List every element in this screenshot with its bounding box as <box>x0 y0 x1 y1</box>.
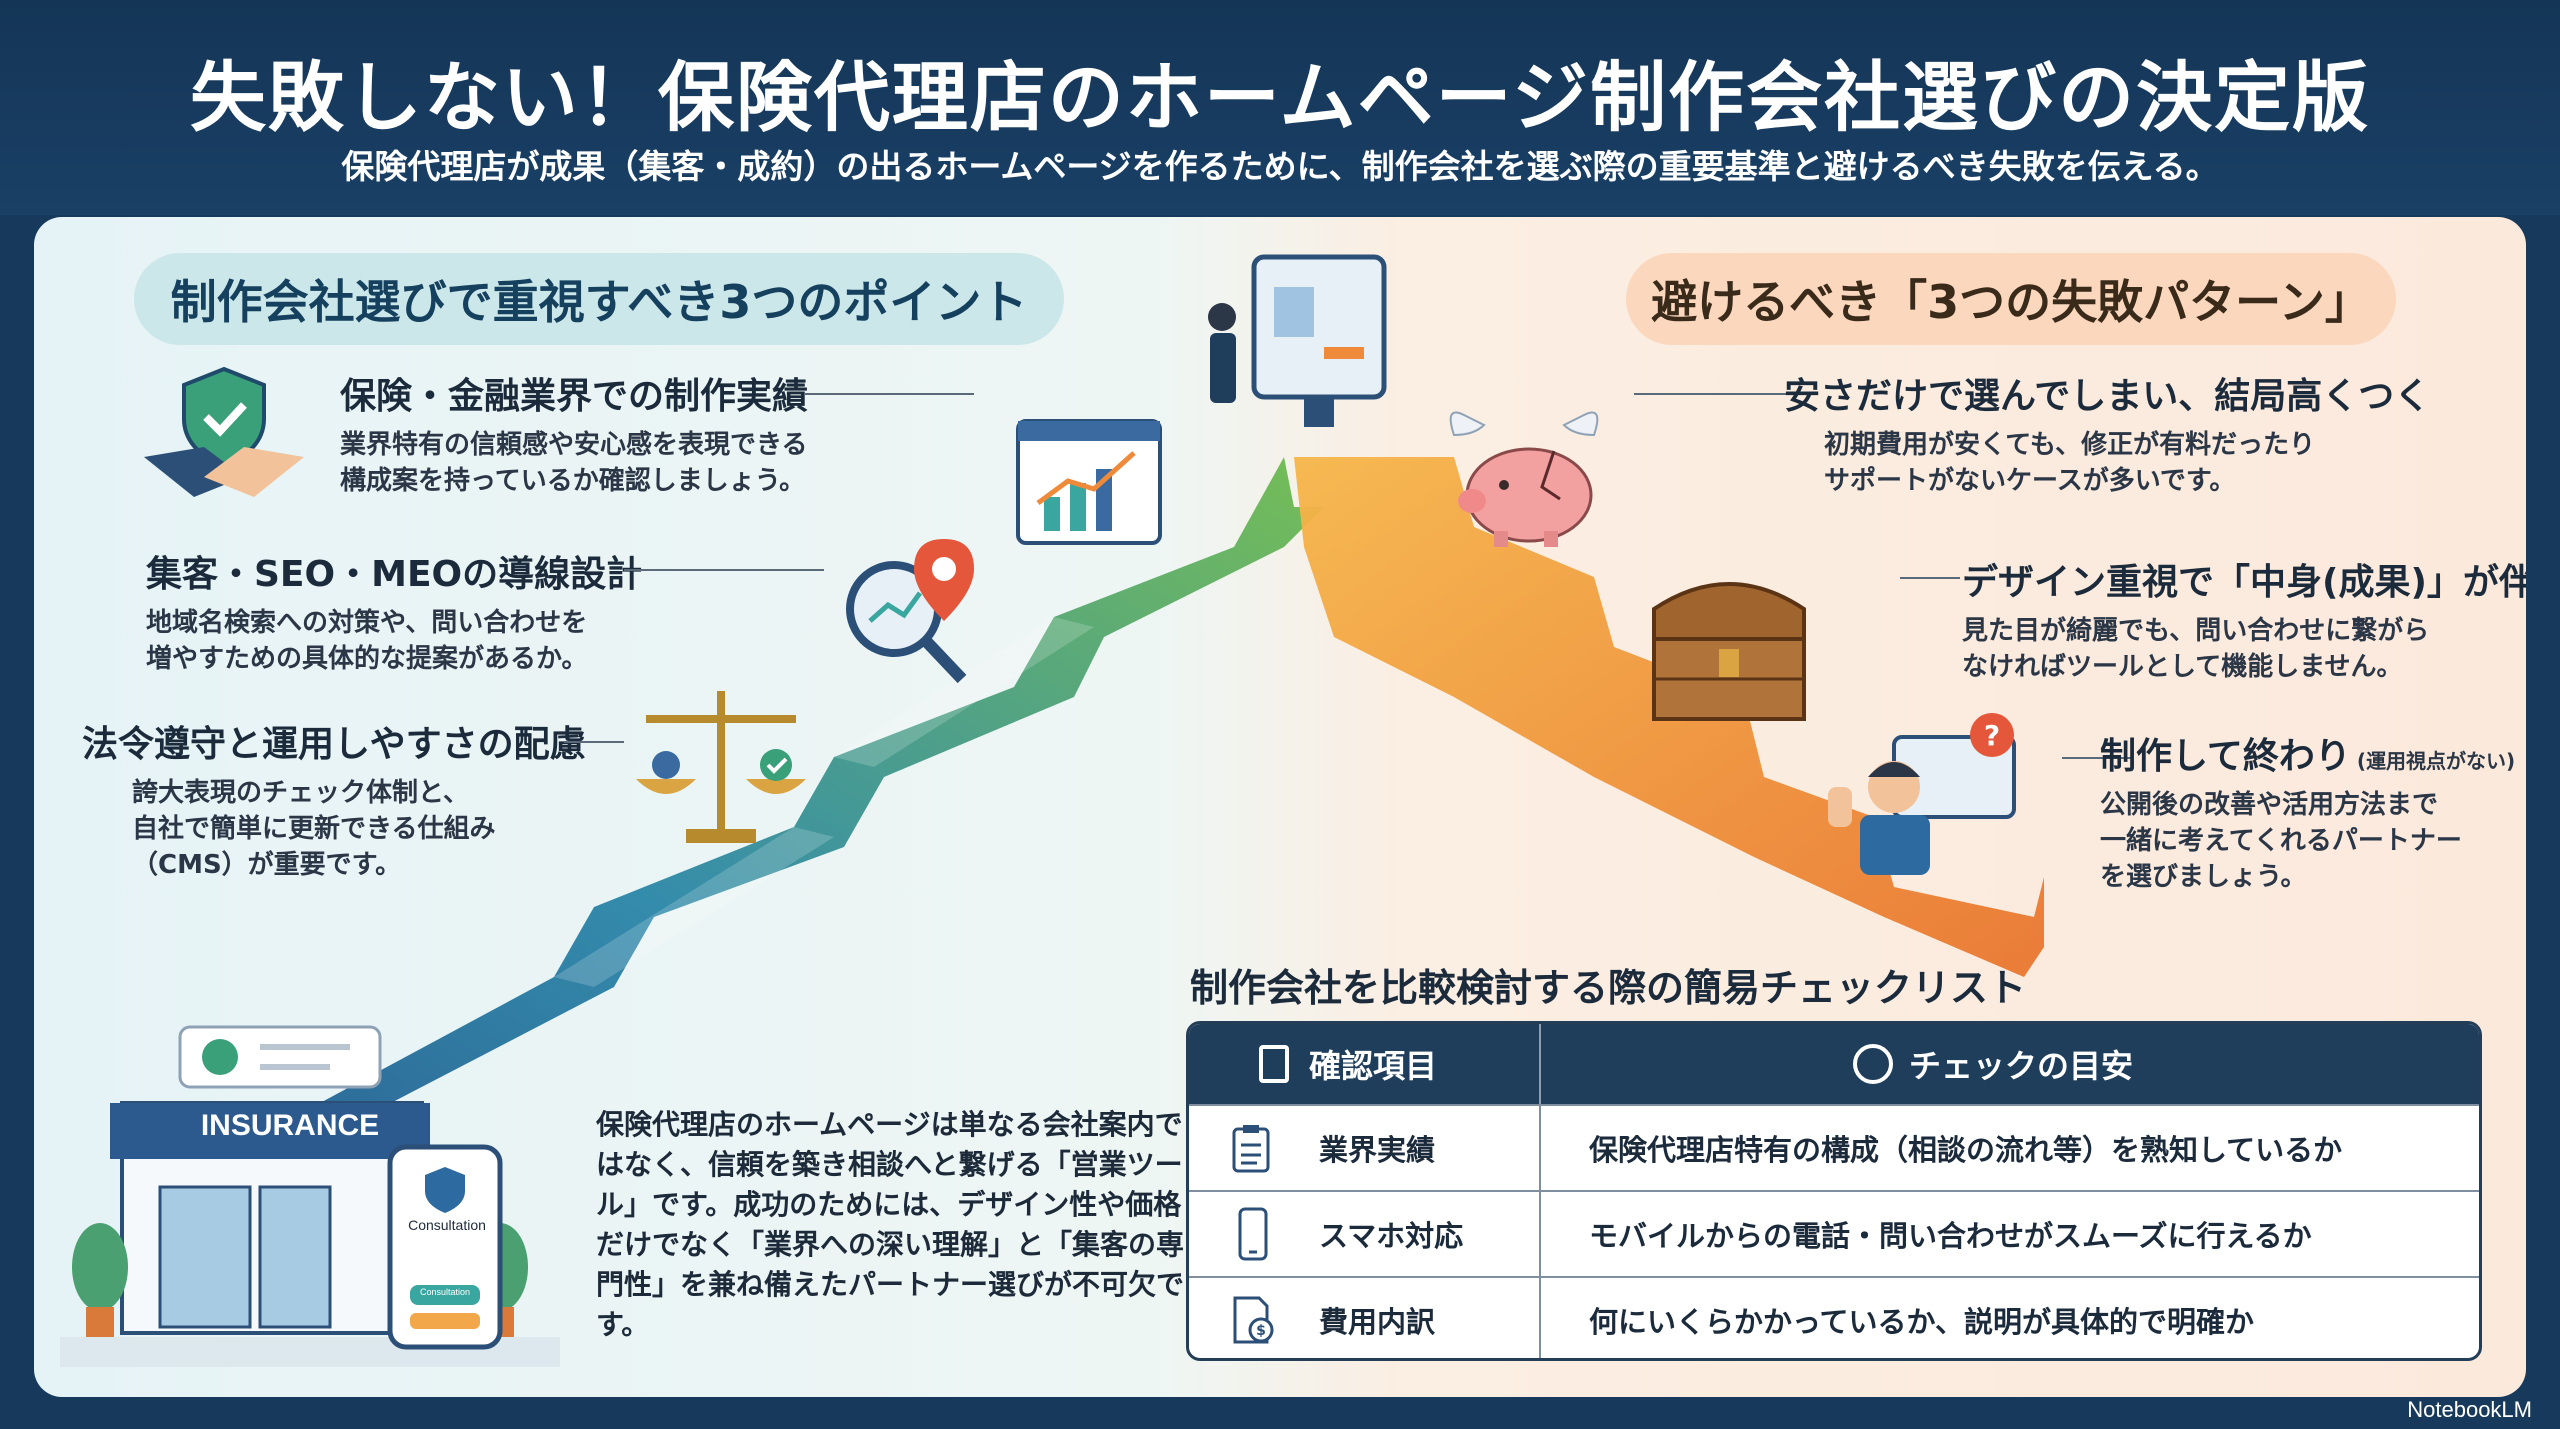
pattern-3-title: 制作して終わり <box>2100 736 2351 777</box>
phone-label: Consultation <box>408 1217 486 1233</box>
phone-button-label: Consultation <box>419 1287 471 1297</box>
leader-line-1 <box>804 393 974 395</box>
point-1-title: 保険・金融業界での制作実績 <box>340 376 809 417</box>
leader-line-3 <box>564 741 624 743</box>
clipboard-icon <box>1259 1045 1289 1083</box>
clipboard-check-icon <box>1231 1106 1271 1190</box>
point-3-title: 法令遵守と運用しやすさの配慮 <box>82 724 586 765</box>
scales-icon <box>636 691 806 843</box>
main-panel: 制作会社選びで重視すべき3つのポイント 避けるべき「3つの失敗パターン」 保険・… <box>34 217 2526 1397</box>
table-row: $ 費用内訳 何にいくらかかっているか、説明が具体的で明確か <box>1189 1276 2479 1358</box>
point-1: 保険・金融業界での制作実績 業界特有の信頼感や安心感を表現できる 構成案を持って… <box>340 367 808 499</box>
pattern-3-desc-1: 公開後の改善や活用方法まで <box>2100 790 2439 820</box>
checklist-title: 制作会社を比較検討する際の簡易チェックリスト <box>1190 966 2027 1010</box>
summary-text: 保険代理店のホームページは単なる会社案内ではなく、信頼を築き相談へと繋げる「営業… <box>596 1108 1185 1341</box>
brand-label: NotebookLM <box>2407 1397 2532 1422</box>
checklist-col-item: 確認項目 <box>1259 1024 1437 1104</box>
left-heading: 制作会社選びで重視すべき3つのポイント <box>134 253 1064 345</box>
magnifier-map-pin-icon <box>846 539 974 684</box>
pattern-1-desc-1: 初期費用が安くても、修正が有料だったり <box>1824 430 2316 460</box>
pattern-3-desc-2: 一緒に考えてくれるパートナー <box>2100 826 2462 856</box>
point-2-desc-2: 増やすための具体的な提案があるか。 <box>146 644 588 674</box>
table-row: 業界実績 保険代理店特有の構成（相談の流れ等）を熟知しているか <box>1189 1104 2479 1190</box>
point-2-title: 集客・SEO・MEOの導線設計 <box>146 554 643 595</box>
checklist-header: 確認項目 チェックの目安 <box>1189 1024 2479 1104</box>
point-1-desc-1: 業界特有の信頼感や安心感を表現できる <box>340 430 808 460</box>
pattern-3-note: (運用視点がない) <box>2356 749 2516 773</box>
checklist-col-guide: チェックの目安 <box>1853 1024 2133 1104</box>
confused-person-icon: ? <box>1828 713 2016 875</box>
row-divider <box>1539 1278 1541 1358</box>
flying-piggy-bank-icon <box>1449 411 1599 547</box>
point-1-desc-2: 構成案を持っているか確認しましょう。 <box>340 466 806 496</box>
point-3-desc-3: （CMS）が重要です。 <box>132 850 402 880</box>
pattern-3: 制作して終わり (運用視点がない) 公開後の改善や活用方法まで 一緒に考えてくれ… <box>2100 727 2515 895</box>
row-divider <box>1539 1106 1541 1190</box>
svg-text:$: $ <box>1256 1323 1266 1339</box>
page-subtitle: 保険代理店が成果（集客・成約）の出るホームページを作るために、制作会社を選ぶ際の… <box>341 147 2219 186</box>
pattern-2-title: デザイン重視で「中身(成果)」が伴わない <box>1962 562 2526 603</box>
smartphone-icon <box>1237 1192 1269 1276</box>
point-3: 法令遵守と運用しやすさの配慮 誇大表現のチェック体制と、 自社で簡単に更新できる… <box>82 715 586 883</box>
header-divider <box>1539 1024 1541 1104</box>
checklist-item: 費用内訳 <box>1319 1305 1436 1339</box>
checklist-col-guide-label: チェックの目安 <box>1909 1047 2134 1085</box>
checklist-table: 確認項目 チェックの目安 業界実績 保険代理店特有の構成（相談の流れ等）を熟知し… <box>1186 1021 2482 1361</box>
pattern-1-desc-2: サポートがないケースが多いです。 <box>1824 466 2236 496</box>
handshake-shield-icon <box>144 366 304 497</box>
treasure-chest-icon <box>1652 582 1806 721</box>
leader-line-4 <box>1634 393 1794 395</box>
leader-line-6 <box>2062 757 2132 759</box>
table-row: スマホ対応 モバイルからの電話・問い合わせがスムーズに行えるか <box>1189 1190 2479 1276</box>
pattern-2: デザイン重視で「中身(成果)」が伴わない 見た目が綺麗でも、問い合わせに繋がら … <box>1962 553 2526 685</box>
svg-text:?: ? <box>1984 719 2000 752</box>
left-stair-ramp <box>94 457 1324 1267</box>
pattern-3-desc-3: を選びましょう。 <box>2100 862 2307 892</box>
insurance-store-illustration <box>60 1025 560 1367</box>
pattern-2-desc-2: なければツールとして機能しません。 <box>1962 652 2403 682</box>
point-2: 集客・SEO・MEOの導線設計 地域名検索への対策や、問い合わせを 増やすための… <box>146 545 642 677</box>
growth-chart-icon <box>1016 419 1162 545</box>
target-icon <box>1853 1044 1893 1084</box>
invoice-icon: $ <box>1231 1278 1275 1358</box>
header: 失敗しない！保険代理店のホームページ制作会社選びの決定版 保険代理店が成果（集客… <box>0 0 2560 215</box>
monitor-person-icon <box>1208 254 1387 427</box>
point-2-desc-1: 地域名検索への対策や、問い合わせを <box>146 608 588 638</box>
pattern-1: 安さだけで選んでしまい、結局高くつく 初期費用が安くても、修正が有料だったり サ… <box>1784 367 2430 499</box>
pattern-1-title: 安さだけで選んでしまい、結局高くつく <box>1784 376 2431 417</box>
right-heading: 避けるべき「3つの失敗パターン」 <box>1626 253 2396 345</box>
checklist-guide: モバイルからの電話・問い合わせがスムーズに行えるか <box>1589 1219 2312 1253</box>
point-3-desc-1: 誇大表現のチェック体制と、 <box>132 778 469 808</box>
checklist-col-item-label: 確認項目 <box>1309 1047 1438 1085</box>
checklist-guide: 何にいくらかかっているか、説明が具体的で明確か <box>1589 1305 2254 1339</box>
leader-line-5 <box>1900 577 1960 579</box>
page-title: 失敗しない！保険代理店のホームページ制作会社選びの決定版 <box>189 53 2371 142</box>
pattern-2-desc-1: 見た目が綺麗でも、問い合わせに繋がら <box>1962 616 2430 646</box>
checklist-item: 業界実績 <box>1319 1133 1436 1167</box>
checklist-item: スマホ対応 <box>1319 1219 1464 1253</box>
point-3-desc-2: 自社で簡単に更新できる仕組み <box>132 814 496 844</box>
checklist-guide: 保険代理店特有の構成（相談の流れ等）を熟知しているか <box>1589 1133 2343 1167</box>
leader-line-2 <box>624 569 824 571</box>
store-sign: INSURANCE <box>200 1109 380 1142</box>
row-divider <box>1539 1192 1541 1276</box>
